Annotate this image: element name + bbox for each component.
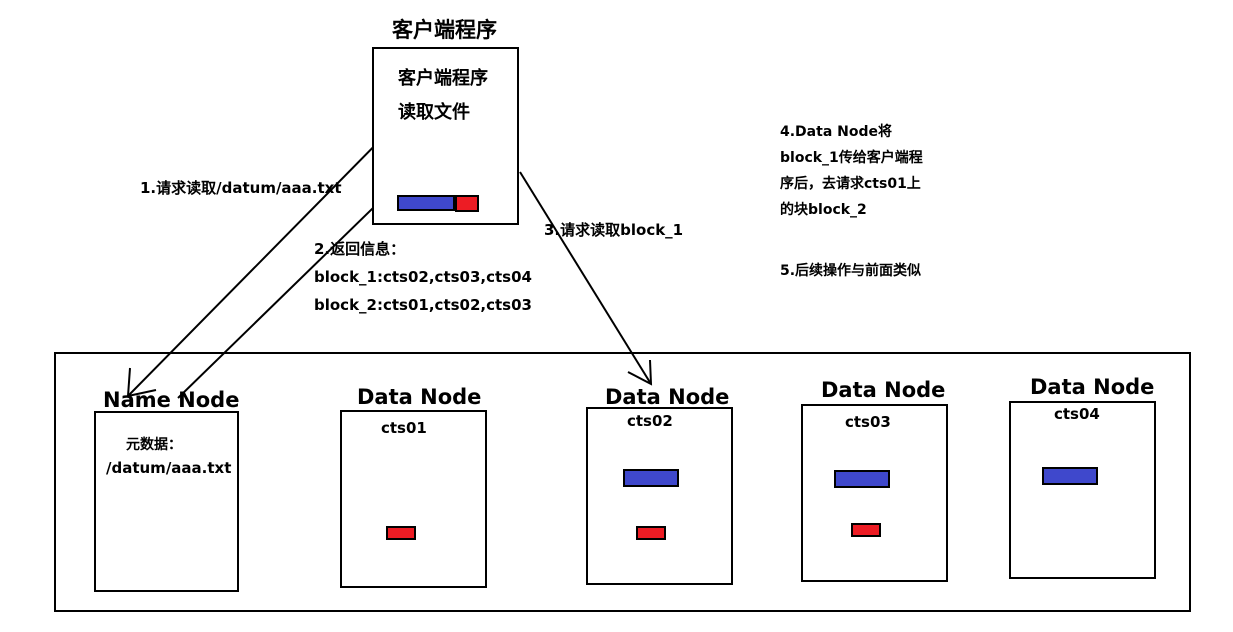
namenode-meta-path: /datum/aaa.txt — [106, 459, 232, 477]
arrow-step3-head — [627, 359, 653, 386]
step4-line4: 的块block_2 — [780, 202, 867, 218]
namenode-title: Name Node — [103, 388, 240, 412]
datanode-2-title: Data Node — [605, 385, 730, 409]
step4-note: 4.Data Node将 block_1传给客户端程 序后，去请求cts01上 … — [780, 125, 923, 229]
datanode-3-block-1 — [834, 470, 890, 488]
client-block-1 — [397, 195, 455, 211]
step1-label: 1.请求读取/datum/aaa.txt — [140, 179, 342, 197]
datanode-2-block-2 — [636, 526, 666, 540]
step2-line1: block_1:cts02,cts03,cts04 — [314, 268, 532, 286]
datanode-3-box — [801, 404, 948, 582]
arrow-step3-line — [519, 171, 652, 385]
datanode-2-box — [586, 407, 733, 585]
namenode-meta-label: 元数据： — [126, 437, 182, 453]
datanode-2-host: cts02 — [627, 412, 673, 430]
datanode-1-host: cts01 — [381, 419, 427, 437]
client-ellipse-line2: 读取文件 — [398, 102, 470, 123]
step5-note: 5.后续操作与前面类似 — [780, 263, 922, 279]
datanode-1-block-2 — [386, 526, 416, 540]
step4-line3: 序后，去请求cts01上 — [780, 176, 921, 192]
datanode-2-block-1 — [623, 469, 679, 487]
datanode-1-box — [340, 410, 487, 588]
step3-label: 3.请求读取block_1 — [544, 221, 684, 239]
datanode-4-title: Data Node — [1030, 375, 1155, 399]
datanode-3-host: cts03 — [845, 413, 891, 431]
step2-line2: block_2:cts01,cts02,cts03 — [314, 296, 532, 314]
datanode-3-block-2 — [851, 523, 881, 537]
datanode-4-box — [1009, 401, 1156, 579]
namenode-box — [94, 411, 239, 592]
step4-line1: 4.Data Node将 — [780, 124, 892, 140]
client-ellipse-line1: 客户端程序 — [398, 68, 488, 89]
arrow-step1-line — [127, 123, 397, 397]
datanode-4-block-1 — [1042, 467, 1098, 485]
datanode-1-title: Data Node — [357, 385, 482, 409]
step4-line2: block_1传给客户端程 — [780, 150, 923, 166]
client-title: 客户端程序 — [392, 18, 497, 42]
datanode-4-host: cts04 — [1054, 405, 1100, 423]
cluster-frame — [54, 352, 1191, 612]
step2-title: 2.返回信息： — [314, 240, 406, 258]
arrow-step1-head — [126, 367, 157, 398]
client-block-2 — [455, 195, 479, 212]
datanode-3-title: Data Node — [821, 378, 946, 402]
